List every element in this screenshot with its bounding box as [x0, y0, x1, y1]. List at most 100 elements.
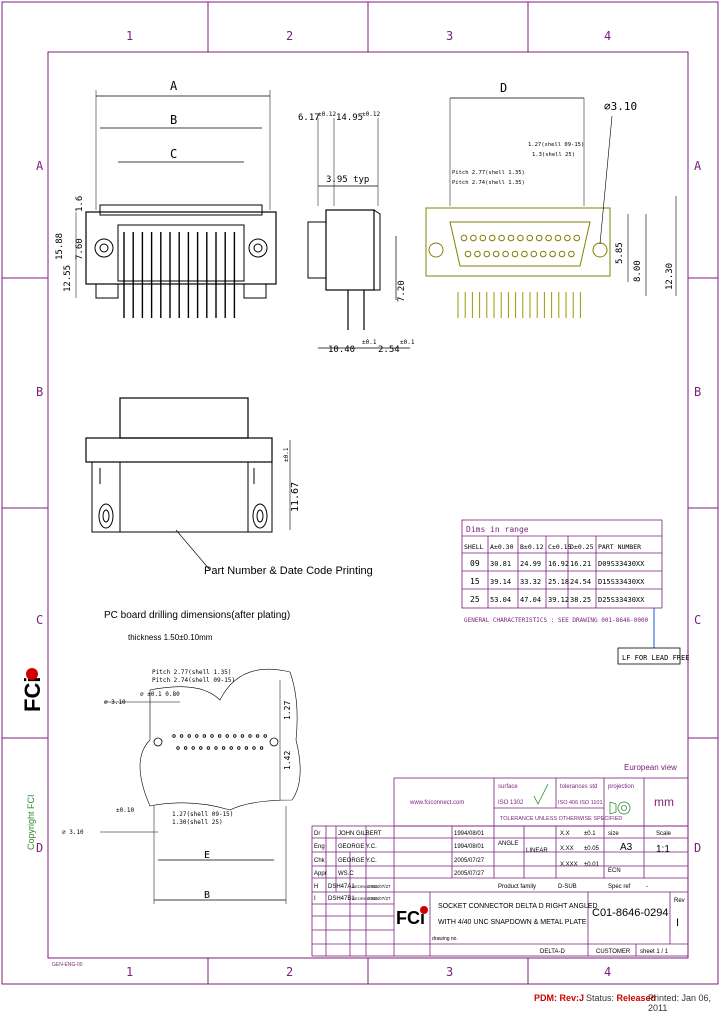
dim-395: 3.95 typ	[326, 175, 369, 185]
contact-hole	[573, 234, 581, 242]
dim-b-drill: B	[204, 890, 210, 901]
table-h-c: C±0.15	[548, 543, 572, 551]
drill-hole	[225, 734, 229, 738]
drilling-thickness: thickness 1.50±0.10mm	[128, 633, 213, 642]
contact-hole	[517, 234, 524, 242]
drill-hole	[202, 734, 207, 738]
row-09-d: 16.21	[570, 560, 591, 568]
row-b-right: B	[694, 385, 701, 399]
release-status: Status: Released	[586, 993, 656, 1003]
chk-name: GEORGE Y.C.	[338, 858, 377, 864]
status-bar: PDM: Rev:J Status: Released Printed: Jan…	[0, 985, 720, 1013]
contact-hole	[474, 250, 481, 258]
dim-b: B	[170, 113, 177, 127]
row-15-shell: 15	[470, 577, 480, 586]
dim-1167-tol: ±0.1	[283, 447, 290, 462]
dim-1230: 12.30	[665, 263, 675, 290]
dim-254: 2.54	[378, 345, 400, 355]
contact-hole	[507, 234, 515, 242]
row-c-left: C	[36, 613, 43, 627]
size-label: size	[608, 831, 619, 837]
chk-label: Chk	[314, 858, 326, 864]
drill-hole-3: ∅ 3.10	[62, 829, 84, 836]
drill-hole	[187, 734, 191, 738]
dr-name: JOHN GILBERT	[338, 831, 382, 837]
row-15-part: D15S33430XX	[598, 578, 645, 586]
drill-hole	[221, 746, 226, 750]
lin-3: X.XXX	[560, 862, 578, 868]
eng-name: GEORGE Y.C.	[338, 844, 377, 850]
contact-hole	[460, 234, 468, 242]
dim-a: A	[170, 79, 178, 93]
drill-shift-1: 1.27(shell 09-15)	[172, 811, 233, 818]
contact-hole	[545, 234, 552, 242]
spec-label: Spec ref	[608, 884, 631, 890]
tolerances-std: ISO 406 ISO 1101	[558, 800, 603, 806]
drill-hole	[233, 734, 237, 738]
row-09-c: 16.92	[548, 560, 569, 568]
contact-hole	[558, 250, 566, 258]
ecn-label: ECN	[608, 868, 621, 874]
row-25-part: D25S33430XX	[598, 596, 645, 604]
col-2-bottom: 2	[286, 965, 293, 979]
lin-3v: ±0.01	[584, 862, 600, 868]
contact-hole	[535, 234, 543, 242]
dim-1040-tol: ±0.1	[362, 339, 377, 346]
drill-pitch-2: Pitch 2.74(shell 09-15)	[152, 677, 235, 684]
lin-2v: ±0.05	[584, 846, 600, 852]
row-15-a: 39.14	[490, 578, 511, 586]
svg-text:FCi: FCi	[20, 677, 45, 712]
lin-1v: ±0.1	[584, 831, 596, 837]
drill-hole-2: ∅ 3.10	[104, 699, 126, 706]
drill-hole	[252, 746, 256, 750]
drill-hole	[237, 746, 241, 750]
product-family-label: Product family	[498, 884, 536, 890]
drill-hole	[210, 734, 214, 738]
row-09-b: 24.99	[520, 560, 541, 568]
linear-label: LINEAR	[526, 848, 548, 854]
lf-note: LF FOR LEAD FREE	[622, 654, 689, 662]
eng-date: 1994/08/01	[454, 844, 485, 850]
drill-hole	[244, 746, 249, 750]
col-2-top: 2	[286, 29, 293, 43]
dim-1495-tol: ±0.12	[362, 111, 380, 118]
fci-logo-title: FCi	[396, 906, 428, 928]
col-3-bottom: 3	[446, 965, 453, 979]
row-25-b: 47.04	[520, 596, 541, 604]
product-family: D-SUB	[558, 884, 577, 890]
dim-1167: 11.67	[290, 482, 301, 512]
contact-hole	[488, 234, 496, 242]
fci-logo-left: FCi	[20, 668, 45, 712]
pcb-shift-2: 1.3(shell 25)	[532, 152, 575, 158]
table-title: Dims in range	[466, 525, 529, 534]
drill-hole	[255, 734, 260, 738]
drill-hole	[217, 734, 222, 738]
front-view	[75, 90, 277, 318]
svg-text:FCi: FCi	[396, 908, 425, 928]
drill-hole	[172, 734, 176, 738]
drilling-title: PC board drilling dimensions(after plati…	[104, 610, 290, 621]
row-c-right: C	[694, 613, 701, 627]
contact-hole	[492, 250, 500, 258]
pcb-shift-1: 1.27(shell 09-15)	[528, 142, 584, 148]
drawing-label: drawing no.	[432, 936, 458, 942]
contact-hole	[498, 234, 505, 242]
surface-std: ISO 1302	[498, 800, 524, 806]
contact-hole	[470, 234, 477, 242]
contact-hole	[483, 250, 491, 258]
table-h-a: A±0.30	[490, 543, 514, 551]
dim-d: D	[500, 81, 507, 95]
contact-hole	[511, 250, 519, 258]
pcb-view	[425, 97, 677, 318]
dim-720: 7.20	[397, 280, 407, 302]
rev-value: I	[676, 917, 679, 929]
dim-617: 6.17	[298, 113, 320, 123]
projection-symbol-icon	[609, 801, 631, 815]
drill-pitch-1: Pitch 2.77(shell 1.35)	[152, 669, 231, 676]
drill-hole	[214, 746, 218, 750]
row-09-a: 30.81	[490, 560, 511, 568]
row-d-right: D	[694, 841, 701, 855]
website: www.fciconnect.com	[409, 800, 464, 806]
dr-label: Dr	[314, 831, 320, 837]
